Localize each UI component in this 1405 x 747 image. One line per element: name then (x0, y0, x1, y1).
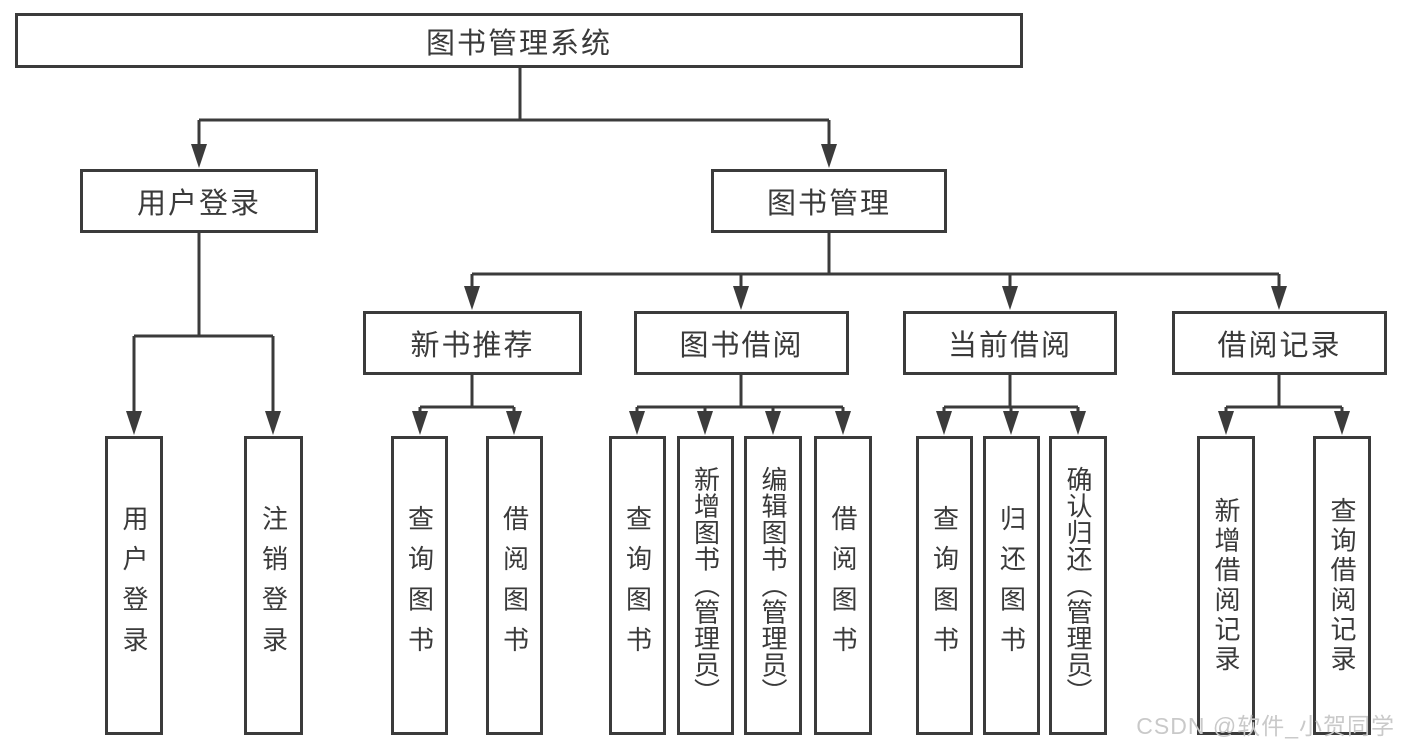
node-label: 借阅记录 (1217, 330, 1342, 362)
leaf-logout: 注销登录 (244, 436, 303, 735)
node-label: 图书管理 (766, 188, 891, 220)
node-label: 用户登录 (119, 504, 149, 667)
node-book-management: 图书管理 (711, 169, 947, 233)
node-label: 用户登录 (136, 188, 261, 220)
node-label: 查询图书 (404, 504, 435, 667)
node-label: 图书管理系统 (425, 27, 612, 60)
node-label: 借阅图书 (828, 504, 858, 667)
node-label: 借阅图书 (499, 504, 530, 667)
node-label: 查询图书 (929, 504, 960, 667)
leaf-query-books-recommend: 查询图书 (391, 436, 448, 735)
node-label: 确认归还（管理员） (1063, 466, 1093, 705)
leaf-query-borrow-record: 查询借阅记录 (1313, 436, 1371, 735)
node-user-login: 用户登录 (80, 169, 318, 233)
leaf-confirm-return-admin: 确认归还（管理员） (1049, 436, 1107, 735)
node-label: 编辑图书（管理员） (758, 466, 788, 705)
node-borrow-records: 借阅记录 (1172, 311, 1387, 375)
node-book-borrow: 图书借阅 (634, 311, 849, 375)
leaf-borrow-book: 借阅图书 (814, 436, 872, 735)
leaf-return-book: 归还图书 (983, 436, 1040, 735)
csdn-watermark: CSDN @软件_小贺同学 (1136, 713, 1395, 739)
node-label: 归还图书 (996, 504, 1027, 667)
node-label: 新增图书（管理员） (690, 466, 721, 705)
leaf-add-book-admin: 新增图书（管理员） (677, 436, 734, 735)
leaf-query-books-current: 查询图书 (916, 436, 973, 735)
node-label: 当前借阅 (947, 330, 1072, 362)
leaf-borrow-books-recommend: 借阅图书 (486, 436, 543, 735)
leaf-add-borrow-record: 新增借阅记录 (1197, 436, 1255, 735)
arrowheads (126, 144, 1350, 435)
node-label: 图书借阅 (679, 330, 804, 362)
node-current-borrow: 当前借阅 (903, 311, 1117, 375)
node-new-book-recommend: 新书推荐 (363, 311, 582, 375)
node-label: 查询图书 (622, 504, 653, 667)
node-label: 注销登录 (258, 504, 289, 667)
node-label: 新增借阅记录 (1211, 496, 1241, 675)
leaf-user-login: 用户登录 (105, 436, 163, 735)
node-label: 查询借阅记录 (1327, 496, 1357, 675)
node-label: 新书推荐 (410, 330, 535, 362)
leaf-edit-book-admin: 编辑图书（管理员） (744, 436, 802, 735)
node-root-system: 图书管理系统 (15, 13, 1023, 68)
leaf-query-books-borrow: 查询图书 (609, 436, 666, 735)
